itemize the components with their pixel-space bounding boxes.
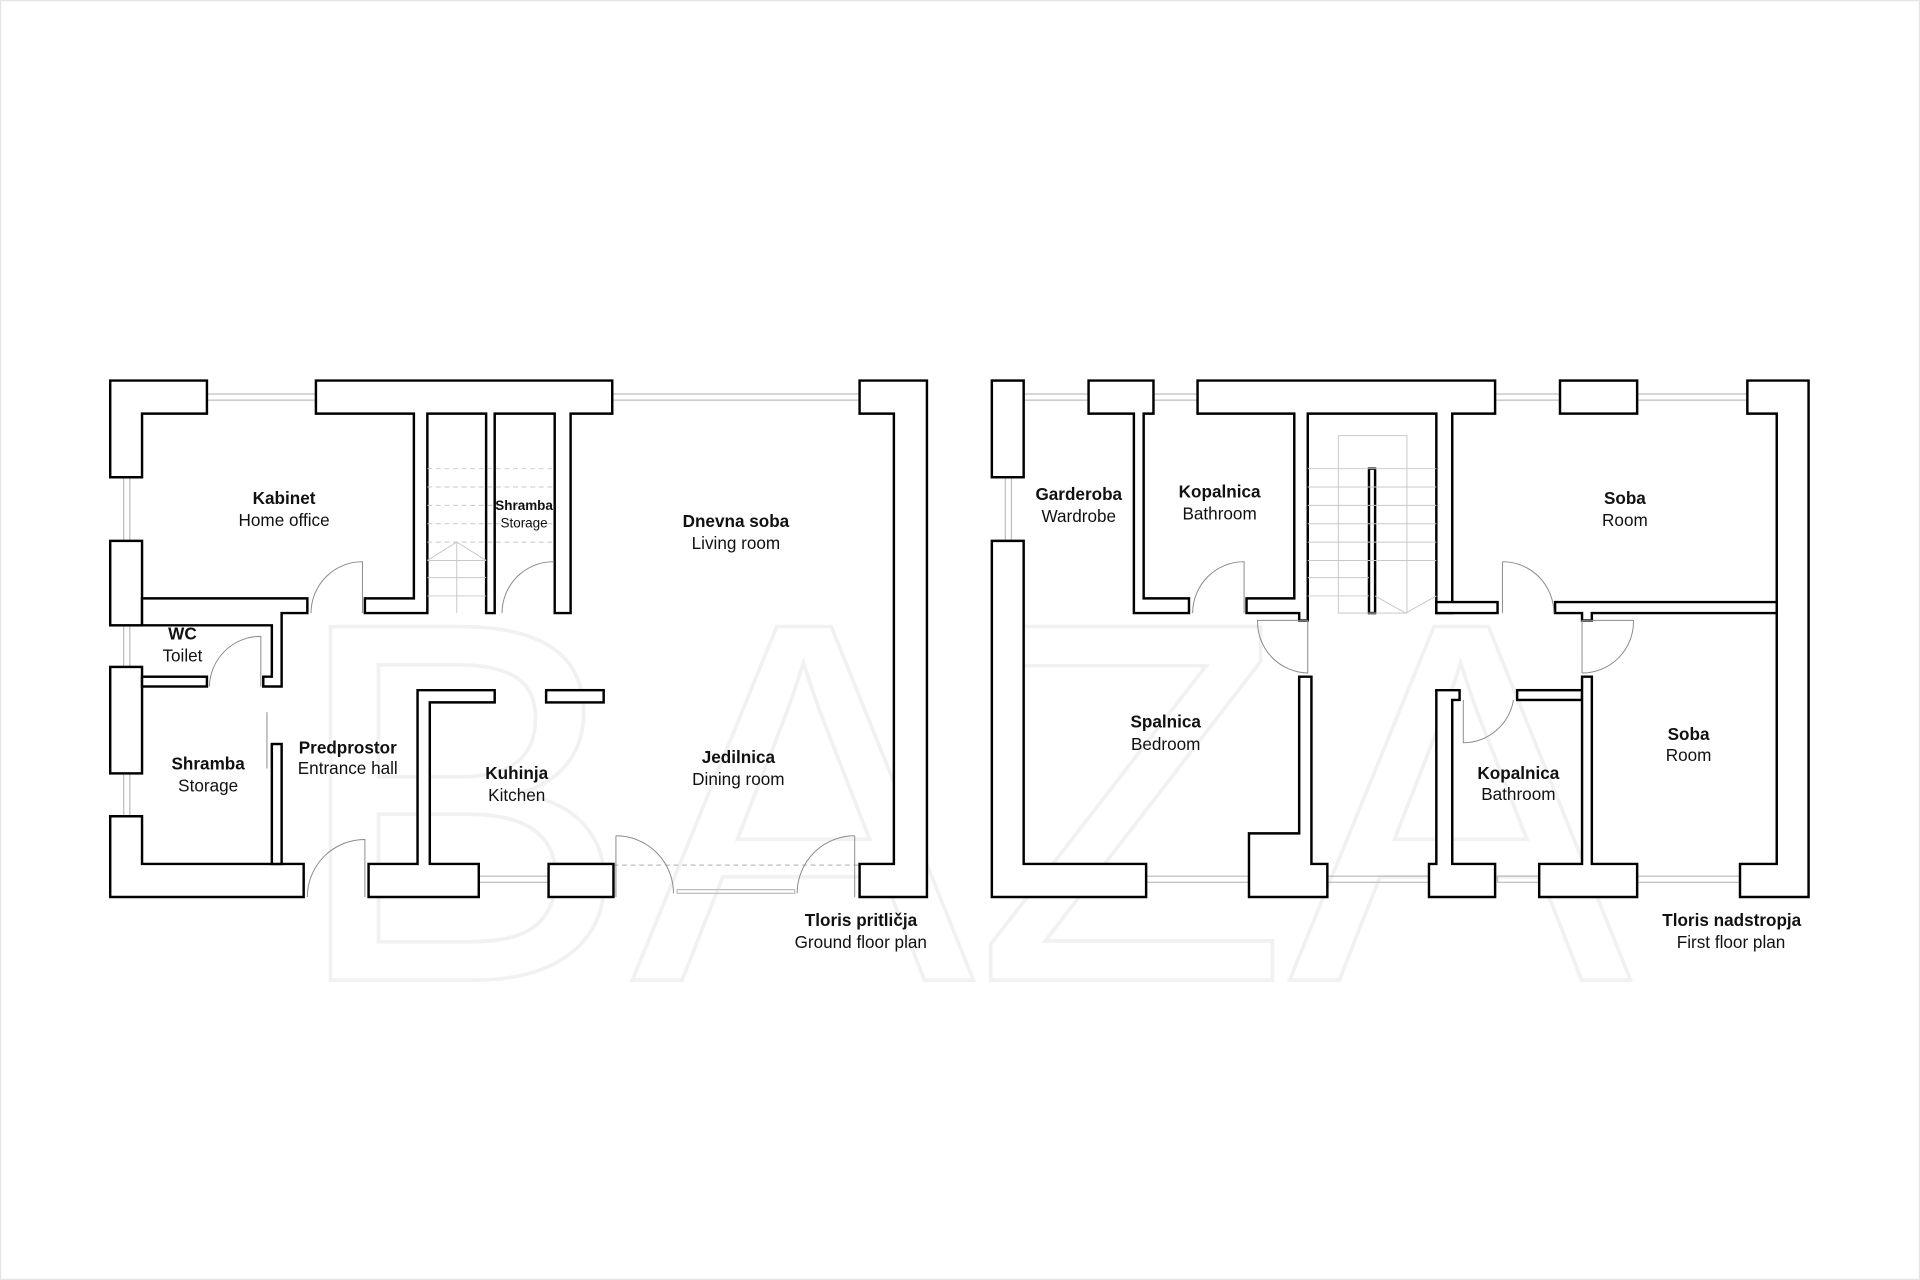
room-name: Kopalnica xyxy=(1477,763,1559,783)
room-label: Bathroom xyxy=(1481,784,1555,804)
room-label: Wardrobe xyxy=(1041,506,1116,526)
doors xyxy=(208,561,856,897)
room-name: Jedilnica xyxy=(702,747,776,767)
room-label: Dining room xyxy=(692,769,784,789)
doors xyxy=(1192,561,1634,744)
staircase xyxy=(427,468,555,614)
room-labels: Garderoba Wardrobe Kopalnica Bathroom So… xyxy=(1035,482,1711,804)
room-label: Entrance hall xyxy=(298,758,398,778)
room-label: Home office xyxy=(239,510,330,530)
room-label: Bathroom xyxy=(1182,504,1256,524)
room-label: Kitchen xyxy=(488,785,545,805)
room-label: Storage xyxy=(501,515,548,530)
room-name: Soba xyxy=(1668,724,1710,744)
room-name: Kuhinja xyxy=(485,763,548,783)
room-label: Room xyxy=(1602,510,1648,530)
walls xyxy=(990,379,1810,899)
room-name: Shramba xyxy=(495,498,553,513)
room-label: Living room xyxy=(692,533,781,553)
room-name: Shramba xyxy=(172,753,246,773)
room-name: Kabinet xyxy=(253,488,316,508)
room-label: Toilet xyxy=(162,646,202,666)
room-label: Room xyxy=(1666,745,1712,765)
first-floor-plan: Garderoba Wardrobe Kopalnica Bathroom So… xyxy=(990,379,1810,952)
plan-caption-subtitle: Ground floor plan xyxy=(795,932,927,952)
room-name: Kopalnica xyxy=(1179,482,1261,502)
walls xyxy=(108,379,929,899)
room-name: Garderoba xyxy=(1035,484,1122,504)
room-label: Storage xyxy=(178,775,238,795)
staircase xyxy=(1307,435,1437,614)
plan-caption-title: Tloris nadstropja xyxy=(1662,910,1801,930)
room-name: Soba xyxy=(1604,488,1646,508)
room-name: Dnevna soba xyxy=(683,511,790,531)
room-name: Spalnica xyxy=(1130,712,1201,732)
ground-floor-plan: Kabinet Home office Shramba Storage Dnev… xyxy=(108,379,929,952)
room-labels: Kabinet Home office Shramba Storage Dnev… xyxy=(162,488,789,805)
room-label: Bedroom xyxy=(1131,734,1201,754)
plan-caption-subtitle: First floor plan xyxy=(1677,932,1786,952)
room-name: WC xyxy=(168,624,197,644)
plan-caption-title: Tloris pritličja xyxy=(805,910,918,930)
room-name: Predprostor xyxy=(299,737,397,757)
